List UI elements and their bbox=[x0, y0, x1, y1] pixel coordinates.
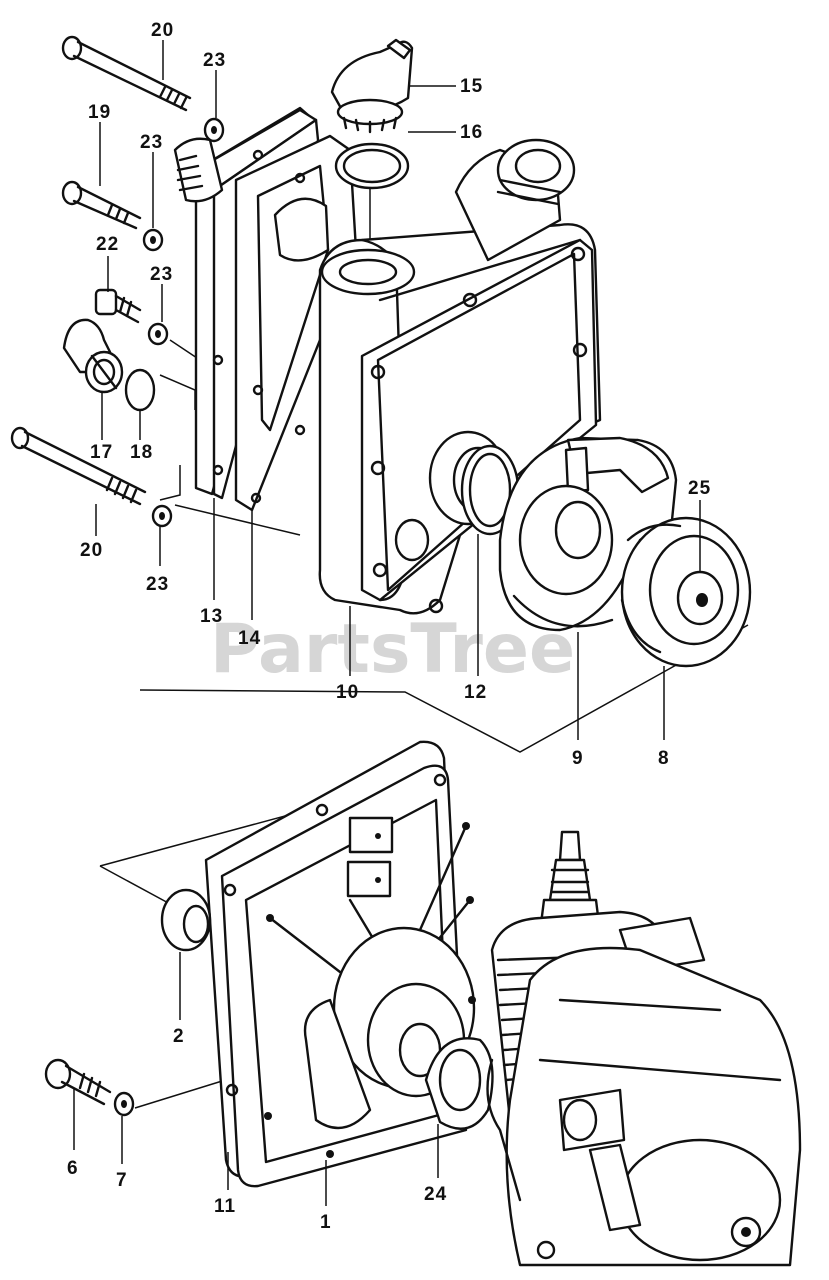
callout-23-c: 23 bbox=[150, 264, 173, 285]
diffuser-9 bbox=[498, 436, 678, 632]
bolt-20-top bbox=[61, 35, 192, 112]
callout-22: 22 bbox=[96, 234, 119, 255]
callout-25: 25 bbox=[688, 478, 711, 499]
callout-20-lower: 20 bbox=[80, 540, 103, 561]
callout-19: 19 bbox=[88, 102, 111, 123]
o-ring-18 bbox=[124, 368, 156, 412]
callout-7: 7 bbox=[116, 1170, 128, 1191]
callout-9: 9 bbox=[572, 748, 584, 769]
callout-12: 12 bbox=[464, 682, 487, 703]
callout-24: 24 bbox=[424, 1184, 447, 1205]
callout-2: 2 bbox=[173, 1026, 185, 1047]
callout-20-top: 20 bbox=[151, 20, 174, 41]
callout-8: 8 bbox=[658, 748, 670, 769]
bolt-20-lower bbox=[10, 426, 147, 506]
callout-11: 11 bbox=[214, 1196, 236, 1217]
engine-block bbox=[486, 830, 802, 1267]
watermark: PartsTree bbox=[210, 610, 575, 689]
callout-16: 16 bbox=[460, 122, 483, 143]
bolt-22 bbox=[94, 288, 142, 324]
fill-cap-15 bbox=[330, 38, 414, 134]
bolt-19 bbox=[61, 180, 142, 230]
callout-23-b: 23 bbox=[140, 132, 163, 153]
pump-cover-1 bbox=[204, 740, 476, 1188]
callout-6: 6 bbox=[67, 1158, 79, 1179]
callout-23-a: 23 bbox=[203, 50, 226, 71]
callout-10: 10 bbox=[336, 682, 359, 703]
callout-leaders bbox=[73, 40, 701, 1206]
impeller-8 bbox=[620, 516, 752, 668]
callout-18: 18 bbox=[130, 442, 153, 463]
bolt-6 bbox=[44, 1058, 112, 1106]
callout-1: 1 bbox=[320, 1212, 332, 1233]
drain-plug-17 bbox=[62, 318, 124, 394]
callout-14: 14 bbox=[238, 628, 261, 649]
gasket-14 bbox=[234, 134, 358, 512]
callout-13: 13 bbox=[200, 606, 223, 627]
callout-23-d: 23 bbox=[146, 574, 169, 595]
seal-2 bbox=[160, 888, 212, 952]
callout-17: 17 bbox=[90, 442, 113, 463]
callout-labels: 20 23 15 16 19 23 22 23 17 18 20 23 13 1… bbox=[67, 20, 711, 1233]
callout-15: 15 bbox=[460, 76, 483, 97]
